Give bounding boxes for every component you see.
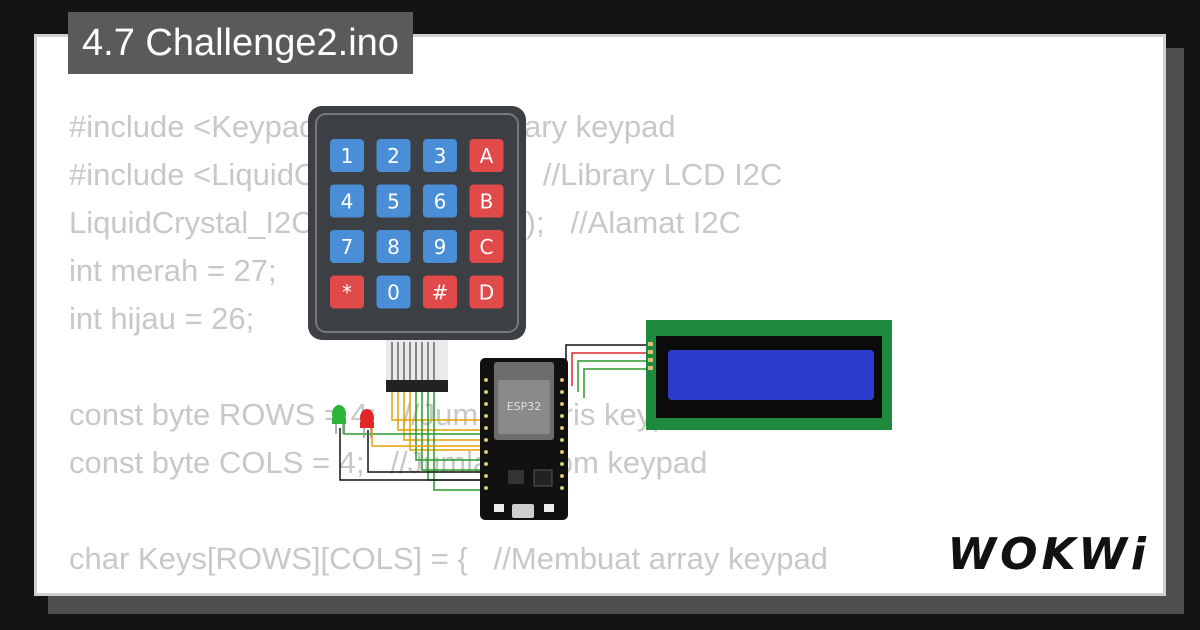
keypad-key-B[interactable]: B bbox=[469, 184, 504, 218]
lcd-screen bbox=[668, 350, 874, 400]
code-line: int hijau = 26; bbox=[69, 301, 255, 336]
keypad-key-D[interactable]: D bbox=[469, 275, 504, 309]
wire-lcd-sda bbox=[577, 360, 650, 392]
wire-row4 bbox=[409, 392, 500, 451]
code-line: {'1','2','3','A'}, bbox=[69, 583, 1163, 593]
svg-text:C: C bbox=[480, 235, 494, 259]
red-led bbox=[360, 409, 374, 438]
keypad-key-7[interactable]: 7 bbox=[330, 230, 364, 263]
svg-text:1: 1 bbox=[341, 144, 354, 168]
svg-text:0: 0 bbox=[387, 281, 400, 305]
keypad-key-5[interactable]: 5 bbox=[376, 184, 411, 218]
wire-lcd-scl bbox=[583, 368, 650, 398]
keypad-key-4[interactable]: 4 bbox=[330, 184, 364, 218]
preview-card bbox=[34, 34, 1166, 596]
wire-col4 bbox=[433, 392, 500, 491]
svg-text:5: 5 bbox=[387, 190, 400, 214]
svg-text:A: A bbox=[480, 144, 494, 168]
keypad-connector bbox=[386, 380, 448, 392]
sketch-title: 4.7 Challenge2.ino bbox=[68, 12, 413, 74]
svg-text:9: 9 bbox=[434, 235, 447, 259]
wire-col2 bbox=[421, 392, 500, 471]
svg-text:3: 3 bbox=[434, 144, 447, 168]
svg-text:B: B bbox=[480, 190, 494, 214]
lcd-wires bbox=[565, 344, 650, 398]
keypad: 1 2 3 A 4 5 6 B 7 8 9 C * 0 # D bbox=[308, 106, 526, 392]
svg-text:*: * bbox=[342, 281, 352, 305]
svg-text:4: 4 bbox=[341, 190, 354, 214]
code-line: int merah = 27; bbox=[69, 253, 277, 288]
esp32-label: ESP32 bbox=[507, 400, 542, 413]
wokwi-logo: WOKWi bbox=[947, 529, 1150, 580]
keypad-key-9[interactable]: 9 bbox=[423, 230, 457, 263]
svg-text:#: # bbox=[432, 281, 449, 305]
wire-lcd-vcc bbox=[571, 352, 650, 386]
keypad-key-star[interactable]: * bbox=[330, 275, 364, 309]
keypad-key-0[interactable]: 0 bbox=[376, 275, 411, 309]
reset-button bbox=[544, 504, 554, 512]
keypad-key-A[interactable]: A bbox=[469, 139, 504, 172]
wire-row2 bbox=[397, 392, 500, 431]
svg-text:7: 7 bbox=[341, 235, 354, 259]
keypad-key-8[interactable]: 8 bbox=[376, 230, 411, 263]
wire-red-led bbox=[371, 424, 484, 447]
keypad-key-6[interactable]: 6 bbox=[423, 184, 457, 218]
circuit-diagram: 1 2 3 A 4 5 6 B 7 8 9 C * 0 # D ESP32 bbox=[308, 106, 892, 520]
esp32-chip bbox=[533, 469, 553, 487]
wire-col1 bbox=[415, 392, 500, 461]
wire-row3 bbox=[403, 392, 500, 441]
keypad-key-hash[interactable]: # bbox=[423, 275, 457, 309]
svg-text:2: 2 bbox=[387, 144, 400, 168]
keypad-key-1[interactable]: 1 bbox=[330, 139, 364, 172]
svg-text:6: 6 bbox=[434, 190, 447, 214]
boot-button bbox=[494, 504, 504, 512]
wire-row1 bbox=[391, 392, 500, 421]
keypad-key-3[interactable]: 3 bbox=[423, 139, 457, 172]
wire-led-gnd bbox=[339, 428, 484, 481]
code-line: char Keys[ROWS][COLS] = { //Membuat arra… bbox=[69, 541, 828, 576]
esp32-regulator bbox=[508, 470, 524, 484]
wire-led-gnd2 bbox=[367, 430, 484, 473]
esp32-board: ESP32 bbox=[480, 358, 568, 520]
lcd-display bbox=[646, 320, 892, 430]
keypad-key-C[interactable]: C bbox=[469, 230, 504, 263]
usb-port bbox=[512, 504, 534, 518]
keypad-bezel bbox=[315, 113, 519, 333]
green-led bbox=[332, 405, 346, 434]
led-wires bbox=[339, 420, 484, 481]
esp32-shield bbox=[498, 380, 550, 434]
svg-text:D: D bbox=[479, 281, 494, 305]
wire-green-led bbox=[343, 420, 484, 435]
svg-text:8: 8 bbox=[387, 235, 400, 259]
keypad-key-2[interactable]: 2 bbox=[376, 139, 411, 172]
code-area: #include <Keypad.h> //Library keypad#inc… bbox=[37, 37, 1163, 593]
